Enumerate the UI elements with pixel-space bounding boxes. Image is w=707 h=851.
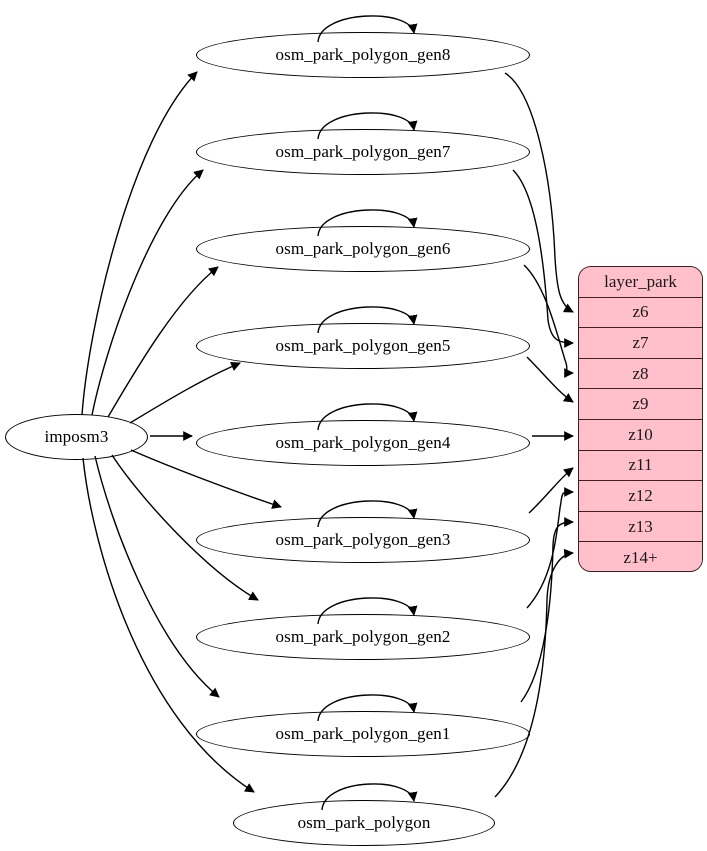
node-osm-park-polygon-gen1[interactable]: osm_park_polygon_gen1 [196, 711, 530, 757]
edge-base-to-z14 [494, 548, 574, 798]
edge-gen1-to-z13 [520, 517, 574, 703]
table-row-z6[interactable]: z6 [579, 297, 702, 329]
edge-gen6-to-z8 [523, 264, 574, 378]
node-label-gen2: osm_park_polygon_gen2 [275, 627, 451, 646]
table-row-z13[interactable]: z13 [579, 511, 702, 543]
edge-gen5-to-z9 [526, 356, 574, 403]
table-cell-z12: z12 [628, 485, 653, 505]
node-label-gen4: osm_park_polygon_gen4 [275, 433, 451, 452]
node-label-gen8: osm_park_polygon_gen8 [275, 45, 451, 64]
edge-imposm3-to-gen7 [91, 169, 204, 416]
node-label-gen7: osm_park_polygon_gen7 [275, 142, 451, 161]
node-osm-park-polygon-gen3[interactable]: osm_park_polygon_gen3 [196, 517, 530, 563]
table-header-layer-park: layer_park [579, 267, 702, 298]
table-row-z11[interactable]: z11 [579, 450, 702, 482]
table-row-z10[interactable]: z10 [579, 419, 702, 451]
node-label-gen5: osm_park_polygon_gen5 [275, 336, 451, 355]
table-cell-z6: z6 [632, 302, 649, 322]
node-osm-park-polygon-gen5[interactable]: osm_park_polygon_gen5 [196, 323, 530, 369]
table-cell-z13: z13 [628, 516, 653, 536]
table-row-z9[interactable]: z9 [579, 389, 702, 420]
table-cell-z14plus: z14+ [623, 547, 658, 567]
node-label-base: osm_park_polygon [297, 813, 431, 832]
node-osm-park-polygon[interactable]: osm_park_polygon [233, 800, 495, 846]
layer-park-table[interactable]: layer_park z6 z7 z8 z9 z10 z11 z12 z13 z… [578, 266, 703, 572]
node-label-gen3: osm_park_polygon_gen3 [275, 530, 451, 549]
node-label-gen6: osm_park_polygon_gen6 [275, 239, 451, 258]
node-osm-park-polygon-gen7[interactable]: osm_park_polygon_gen7 [196, 129, 530, 175]
table-cell-z10: z10 [628, 424, 653, 444]
node-osm-park-polygon-gen8[interactable]: osm_park_polygon_gen8 [196, 32, 530, 78]
edge-gen2-to-z12 [526, 487, 574, 609]
edge-gen7-to-z7 [512, 169, 574, 348]
node-imposm3[interactable]: imposm3 [5, 414, 148, 460]
table-header-label: layer_park [604, 271, 677, 291]
table-row-z12[interactable]: z12 [579, 481, 702, 512]
table-cell-z11: z11 [628, 455, 653, 475]
node-osm-park-polygon-gen6[interactable]: osm_park_polygon_gen6 [196, 226, 530, 272]
table-cell-z7: z7 [632, 332, 649, 352]
table-cell-z9: z9 [632, 394, 649, 414]
edge-imposm3-to-gen8 [81, 71, 198, 416]
edge-gen8-to-z6 [504, 72, 574, 313]
node-label-imposm3: imposm3 [44, 427, 109, 446]
node-osm-park-polygon-gen4[interactable]: osm_park_polygon_gen4 [196, 420, 530, 466]
table-row-z7[interactable]: z7 [579, 328, 702, 359]
table-row-z8[interactable]: z8 [579, 358, 702, 390]
edge-imposm3-to-gen1 [94, 455, 220, 698]
edge-imposm3-to-gen5 [129, 361, 241, 424]
table-row-z14plus[interactable]: z14+ [579, 542, 702, 571]
node-osm-park-polygon-gen2[interactable]: osm_park_polygon_gen2 [196, 614, 530, 660]
edge-gen3-to-z11 [528, 467, 574, 514]
table-cell-z8: z8 [632, 363, 649, 383]
node-label-gen1: osm_park_polygon_gen1 [275, 724, 451, 743]
